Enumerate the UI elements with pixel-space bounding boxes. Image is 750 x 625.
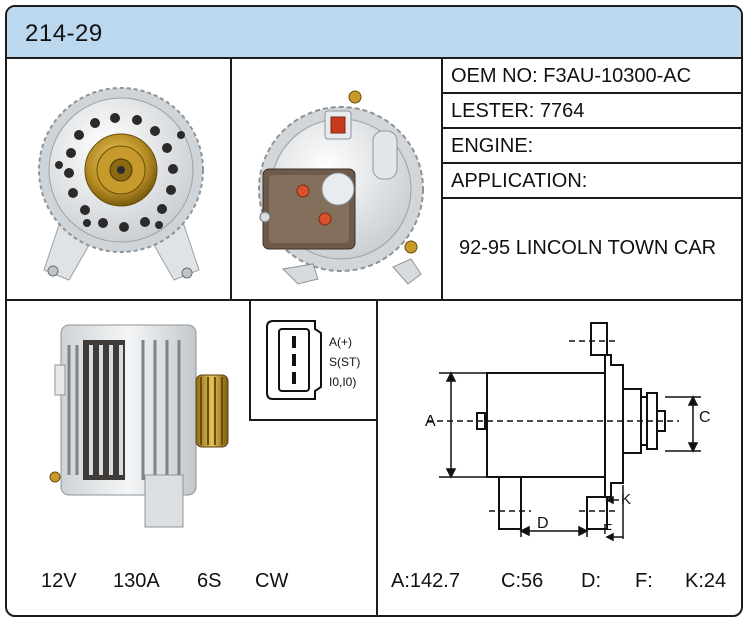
application-label: APPLICATION:	[451, 170, 588, 192]
grid-divider	[230, 59, 232, 301]
diagram-label-a: A	[425, 413, 436, 430]
dimension-d: D:	[581, 570, 601, 592]
connector-diagram	[266, 320, 322, 400]
part-number: 214-29	[25, 20, 103, 47]
dimension-k: K:24	[685, 570, 727, 592]
spec-rotation: CW	[255, 570, 289, 592]
spec-amperage: 130A	[113, 570, 160, 592]
lester-number: LESTER: 7764	[451, 100, 585, 122]
grid-divider	[441, 59, 443, 301]
connector-pin-2-label: S(ST)	[329, 355, 361, 369]
grid-divider	[441, 127, 741, 129]
dimension-drawing	[427, 322, 701, 542]
oem-number: OEM NO: F3AU-10300-AC	[451, 65, 692, 87]
dimension-c: C:56	[501, 570, 544, 592]
diagram-label-c: C	[699, 409, 711, 426]
diagram-label-f: F	[603, 521, 613, 538]
grid-divider	[441, 92, 741, 94]
alternator-side-photo	[49, 324, 229, 528]
connector-pin-1-label: A(+)	[329, 335, 353, 349]
dimension-a: A:142.7	[391, 570, 460, 592]
grid-divider	[441, 197, 741, 199]
spec-voltage: 12V	[41, 570, 77, 592]
grid-divider	[7, 299, 741, 301]
grid-divider	[249, 301, 251, 421]
spec-sheet: 214-29 OEM NO: F3AU-10300-AC LESTER: 776…	[5, 5, 743, 617]
diagram-label-k: K	[621, 491, 632, 508]
engine-label: ENGINE:	[451, 135, 534, 157]
header-bar: 214-29	[7, 7, 741, 59]
diagram-label-d: D	[537, 515, 549, 532]
application-value: 92-95 LINCOLN TOWN CAR	[459, 237, 717, 259]
grid-divider	[376, 301, 378, 615]
grid-divider	[249, 419, 378, 421]
grid-divider	[441, 162, 741, 164]
alternator-rear-photo	[258, 90, 424, 285]
connector-pin-3-label: I0,I0)	[329, 375, 357, 389]
dimension-f: F:	[635, 570, 653, 592]
alternator-front-photo	[38, 87, 204, 281]
spec-pulley: 6S	[197, 570, 222, 592]
